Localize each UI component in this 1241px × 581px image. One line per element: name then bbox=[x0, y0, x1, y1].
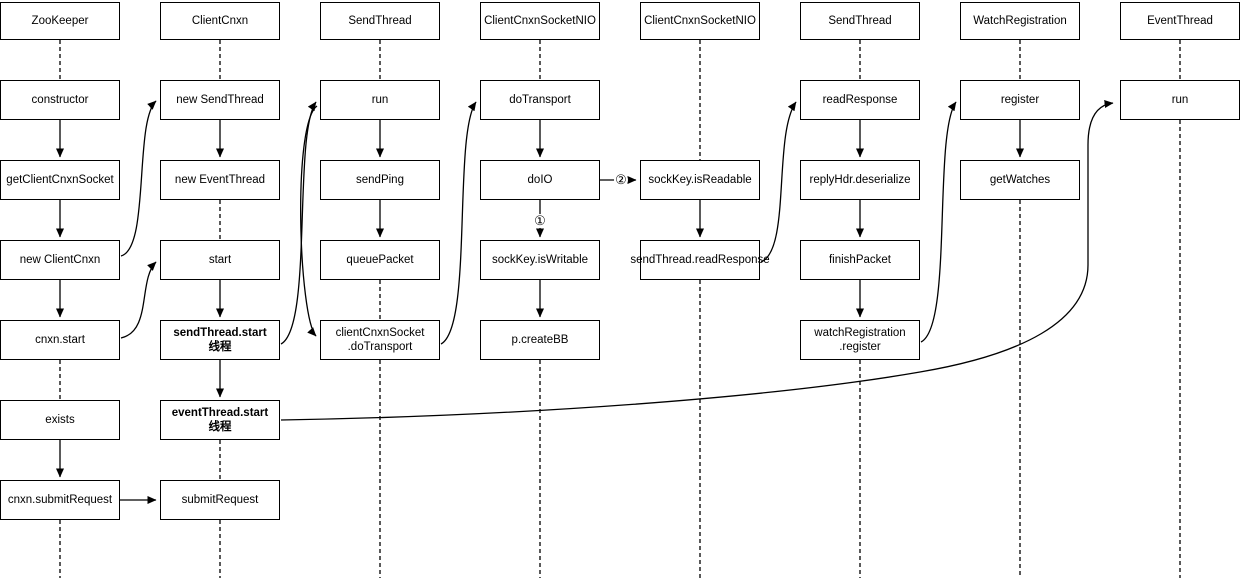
node-label: sockKey.isReadable bbox=[648, 173, 752, 186]
node-label: p.createBB bbox=[511, 333, 569, 346]
node-label: clientCnxnSocket bbox=[335, 326, 425, 339]
node-label: sendThread.readResponse bbox=[630, 253, 770, 266]
node-new-clientcnxn: new ClientCnxn bbox=[0, 240, 120, 280]
node-label-line2: 线程 bbox=[208, 421, 232, 433]
node-clientcnxnsocket-dotransport: clientCnxnSocket .doTransport bbox=[320, 320, 440, 360]
header-label: ClientCnxnSocketNIO bbox=[484, 14, 596, 27]
node-label: new SendThread bbox=[176, 93, 264, 106]
lifelines bbox=[59, 40, 1181, 578]
node-exists: exists bbox=[0, 400, 120, 440]
header-label: EventThread bbox=[1147, 14, 1213, 27]
arrow-run-to-dotransport bbox=[300, 105, 318, 337]
node-label: getClientCnxnSocket bbox=[6, 173, 114, 186]
node-label: cnxn.start bbox=[35, 333, 85, 346]
node-label: new ClientCnxn bbox=[19, 253, 101, 266]
header-sendthread-1: SendThread bbox=[320, 2, 440, 40]
node-label: cnxn.submitRequest bbox=[7, 493, 113, 506]
node-label-line2: .register bbox=[839, 341, 881, 353]
node-label: exists bbox=[45, 413, 75, 426]
step-2-badge: ② bbox=[614, 172, 628, 187]
arrow-sendthreadstart-to-run bbox=[280, 101, 317, 345]
node-label: eventThread.start bbox=[171, 406, 269, 419]
node-label-line2: .doTransport bbox=[347, 341, 413, 353]
node-run-eventthread: run bbox=[1120, 80, 1240, 120]
node-run-sendthread: run bbox=[320, 80, 440, 120]
node-label: sendPing bbox=[356, 173, 404, 186]
header-sendthread-2: SendThread bbox=[800, 2, 920, 40]
arrow-cnxnstart-to-start bbox=[120, 261, 157, 339]
header-label: WatchRegistration bbox=[973, 14, 1067, 27]
node-sockkey-isreadable: sockKey.isReadable bbox=[640, 160, 760, 200]
node-new-eventthread: new EventThread bbox=[160, 160, 280, 200]
node-label-line2: 线程 bbox=[208, 341, 232, 353]
header-eventthread: EventThread bbox=[1120, 2, 1240, 40]
node-sendthread-start-thread: sendThread.start 线程 bbox=[160, 320, 280, 360]
node-register: register bbox=[960, 80, 1080, 120]
node-label: constructor bbox=[31, 93, 89, 106]
arrow-dotransport-call bbox=[440, 101, 477, 345]
node-readresponse: readResponse bbox=[800, 80, 920, 120]
node-label: readResponse bbox=[822, 93, 898, 106]
node-label: run bbox=[371, 93, 389, 106]
cross-lane-arrows bbox=[120, 100, 1114, 421]
header-label: ClientCnxn bbox=[191, 14, 249, 27]
step-1-badge: ① bbox=[533, 213, 547, 228]
node-constructor: constructor bbox=[0, 80, 120, 120]
header-zookeeper: ZooKeeper bbox=[0, 2, 120, 40]
node-cnxn-submitrequest: cnxn.submitRequest bbox=[0, 480, 120, 520]
header-clientcnxnsocketnio-2: ClientCnxnSocketNIO bbox=[640, 2, 760, 40]
header-clientcnxn: ClientCnxn bbox=[160, 2, 280, 40]
arrow-readresponse-call bbox=[760, 101, 797, 263]
call-arrows bbox=[56, 120, 1024, 504]
node-label: sockKey.isWritable bbox=[491, 253, 589, 266]
node-label: run bbox=[1171, 93, 1189, 106]
node-label: doIO bbox=[527, 173, 553, 186]
node-dotransport: doTransport bbox=[480, 80, 600, 120]
header-label: ClientCnxnSocketNIO bbox=[644, 14, 756, 27]
node-eventthread-start-thread: eventThread.start 线程 bbox=[160, 400, 280, 440]
node-sendthread-readresponse: sendThread.readResponse bbox=[630, 240, 770, 280]
node-label: new EventThread bbox=[174, 173, 266, 186]
node-p-createbb: p.createBB bbox=[480, 320, 600, 360]
node-doio: doIO bbox=[480, 160, 600, 200]
node-label: sendThread.start bbox=[173, 326, 267, 339]
node-label: getWatches bbox=[989, 173, 1051, 186]
node-label: queuePacket bbox=[346, 253, 414, 266]
arrow-watchregistration-to-register bbox=[920, 101, 957, 343]
header-label: SendThread bbox=[348, 14, 412, 27]
node-replyhdr-deserialize: replyHdr.deserialize bbox=[800, 160, 920, 200]
node-submitrequest: submitRequest bbox=[160, 480, 280, 520]
node-label: finishPacket bbox=[828, 253, 891, 266]
node-finishpacket: finishPacket bbox=[800, 240, 920, 280]
node-start: start bbox=[160, 240, 280, 280]
header-clientcnxnsocketnio-1: ClientCnxnSocketNIO bbox=[480, 2, 600, 40]
header-label: ZooKeeper bbox=[31, 14, 89, 27]
node-label: start bbox=[208, 253, 232, 266]
node-sendping: sendPing bbox=[320, 160, 440, 200]
node-cnxn-start: cnxn.start bbox=[0, 320, 120, 360]
header-watchregistration: WatchRegistration bbox=[960, 2, 1080, 40]
node-label: submitRequest bbox=[181, 493, 259, 506]
node-label: doTransport bbox=[509, 93, 571, 106]
node-getwatches: getWatches bbox=[960, 160, 1080, 200]
node-label: watchRegistration bbox=[814, 326, 906, 339]
arrow-newclientcnxn-to-newsendthread bbox=[120, 100, 157, 257]
node-queuepacket: queuePacket bbox=[320, 240, 440, 280]
arrow-eventthreadstart-to-run bbox=[280, 100, 1114, 421]
node-getclientcnxnsocket: getClientCnxnSocket bbox=[0, 160, 120, 200]
node-label: register bbox=[1000, 93, 1040, 106]
node-label: replyHdr.deserialize bbox=[809, 173, 911, 186]
node-sockkey-iswritable: sockKey.isWritable bbox=[480, 240, 600, 280]
node-watchregistration-register: watchRegistration .register bbox=[800, 320, 920, 360]
node-new-sendthread: new SendThread bbox=[160, 80, 280, 120]
header-label: SendThread bbox=[828, 14, 892, 27]
